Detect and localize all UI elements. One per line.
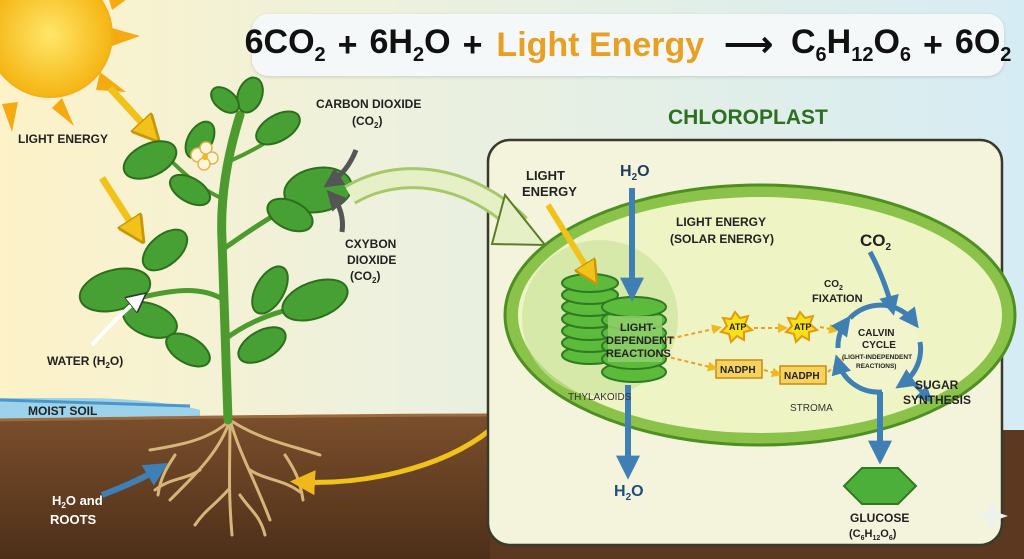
carbon-dioxide-label: CARBON DIOXIDE bbox=[316, 97, 421, 111]
atp-label-1: ATP bbox=[729, 322, 746, 332]
equation-co2: 6CO2 bbox=[244, 23, 326, 66]
nadph-label-2: NADPH bbox=[784, 371, 820, 382]
equation-glucose: C6H12O6 bbox=[790, 23, 912, 66]
h2o-roots-label: H2O and bbox=[52, 493, 103, 510]
svg-text:(SOLAR ENERGY): (SOLAR ENERGY) bbox=[670, 232, 774, 246]
stroma-label: STROMA bbox=[790, 403, 833, 414]
equation-plus: + bbox=[462, 25, 483, 64]
light-energy-label: LIGHT ENERGY bbox=[18, 132, 108, 146]
svg-text:SYNTHESIS: SYNTHESIS bbox=[903, 393, 971, 407]
light-ray-arrow bbox=[99, 176, 138, 234]
roots-arrow bbox=[100, 463, 169, 498]
flower-icon bbox=[190, 141, 219, 171]
svg-text:ENERGY: ENERGY bbox=[522, 184, 577, 199]
sun-icon bbox=[0, 0, 140, 132]
svg-text:DIOXIDE: DIOXIDE bbox=[347, 253, 396, 267]
water-label: WATER (H2O) bbox=[47, 354, 123, 370]
svg-text:(CO2): (CO2) bbox=[350, 269, 380, 285]
sparkle-icon bbox=[976, 500, 1008, 532]
soil bbox=[0, 415, 490, 559]
svg-text:FIXATION: FIXATION bbox=[812, 293, 863, 305]
svg-text:(C6H12O6): (C6H12O6) bbox=[849, 528, 897, 542]
thylakoids-label: THYLAKOIDS bbox=[568, 392, 632, 403]
co2-in-arrow bbox=[867, 250, 899, 316]
svg-text:(CO2): (CO2) bbox=[352, 114, 382, 130]
glucose-label: GLUCOSE bbox=[850, 511, 909, 525]
svg-text:ROOTS: ROOTS bbox=[50, 512, 97, 527]
equation-banner: 6CO2 + 6H2O + Light Energy ⟶ C6H12O6 + 6… bbox=[245, 14, 1011, 76]
co2-arrow bbox=[323, 149, 359, 188]
equation-light-energy: Light Energy bbox=[496, 25, 705, 64]
solar-energy-label: LIGHT ENERGY bbox=[676, 215, 766, 229]
glucose-hexagon-icon bbox=[842, 467, 918, 505]
co2-calvin-label: CO2 bbox=[860, 231, 892, 253]
h2o-top-label: H2O bbox=[620, 163, 650, 183]
equation-h2o: 6H2O bbox=[369, 23, 451, 66]
co2-fixation-label: CO2 bbox=[824, 279, 843, 292]
equation-plus: + bbox=[923, 25, 943, 64]
co2-arrow bbox=[326, 190, 348, 233]
plant bbox=[78, 76, 353, 425]
svg-text:CYCLE: CYCLE bbox=[862, 340, 896, 351]
svg-text:(LIGHT-INDEPENDENT: (LIGHT-INDEPENDENT bbox=[842, 354, 912, 361]
svg-text:REACTIONS): REACTIONS) bbox=[856, 363, 896, 370]
light-ray-arrow bbox=[107, 85, 152, 134]
cxybon-dioxide-label: CXYBON bbox=[345, 237, 396, 251]
svg-text:DEPENDENT: DEPENDENT bbox=[606, 335, 674, 347]
sugar-arrow bbox=[906, 376, 933, 403]
water-arrow bbox=[90, 298, 140, 347]
return-arrow bbox=[290, 428, 492, 496]
svg-text:REACTIONS: REACTIONS bbox=[606, 348, 671, 360]
equation-plus: + bbox=[337, 25, 358, 64]
chloroplast-title: CHLOROPLAST bbox=[668, 106, 828, 129]
sugar-synthesis-label: SUGAR bbox=[915, 378, 959, 392]
atp-star-2 bbox=[784, 310, 820, 344]
h2o-bottom-label: H2O bbox=[614, 483, 644, 503]
light-dependent-label: LIGHT- bbox=[620, 322, 656, 334]
calvin-cycle bbox=[830, 302, 924, 395]
moist-soil-label: MOIST SOIL bbox=[28, 404, 97, 418]
atp-star-1 bbox=[719, 310, 755, 344]
equation-arrow-icon: ⟶ bbox=[724, 26, 773, 64]
chloroplast-light-label: LIGHT bbox=[526, 168, 565, 183]
equation-o2: 6O2 bbox=[954, 23, 1012, 66]
calvin-cycle-label: CALVIN bbox=[858, 328, 894, 339]
nadph-label-1: NADPH bbox=[720, 365, 756, 376]
light-energy-arrow bbox=[545, 203, 592, 276]
atp-label-2: ATP bbox=[794, 322, 811, 332]
